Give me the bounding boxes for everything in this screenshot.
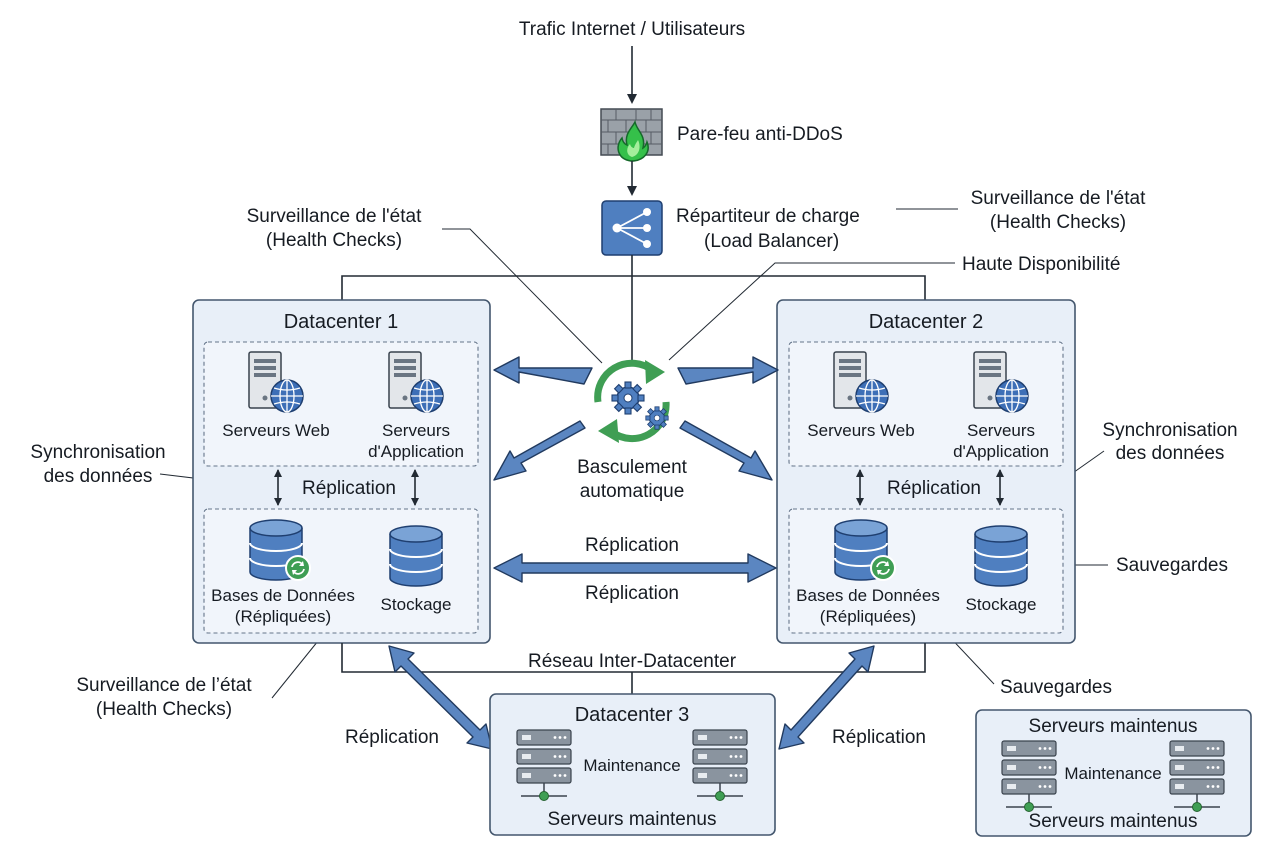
dc2-sync-icon <box>870 555 896 581</box>
datacenter-3: Datacenter 3 Maintenance Serveurs mainte… <box>489 693 776 836</box>
dc3-servers-label: Serveurs maintenus <box>548 809 717 830</box>
high-availability-leader <box>668 262 955 361</box>
dc2-web-label: Serveurs Web <box>807 421 914 440</box>
gear-icon <box>611 381 645 415</box>
lb-distribution-wires <box>341 255 926 360</box>
lb-label-line1: Répartiteur de charge <box>676 206 860 227</box>
failover-icon <box>594 359 670 443</box>
lb-label-line2: (Load Balancer) <box>704 231 839 252</box>
maintained-servers-box: Serveurs maintenus Maintenance Serveurs … <box>975 709 1252 837</box>
sync-left-line2: des données <box>44 466 153 487</box>
dc2-storage-icon <box>974 525 1028 587</box>
health-check-left-line2: (Health Checks) <box>266 230 402 251</box>
failover-arrow-to-dc2-top <box>677 356 779 385</box>
health-check-bottom-leader <box>271 640 319 699</box>
replication-bottom-label: Réplication <box>585 583 679 604</box>
dc1-sync-icon <box>285 555 311 581</box>
dc3-maintenance-label: Maintenance <box>583 756 680 775</box>
sync-right-line2: des données <box>1116 443 1225 464</box>
dc2-title: Datacenter 2 <box>869 311 984 333</box>
dc1-title: Datacenter 1 <box>284 311 399 333</box>
inter-dc-network-line <box>341 643 926 673</box>
dc2-db-label-1: Bases de Données <box>796 586 940 605</box>
dc3-title: Datacenter 3 <box>575 704 690 726</box>
maint-box-title: Serveurs maintenus <box>1029 716 1198 737</box>
replication-top-label: Réplication <box>585 535 679 556</box>
health-check-bottom-line2: (Health Checks) <box>96 699 232 720</box>
dc2-dc3-replication-arrow <box>778 645 875 750</box>
maint-box-servers-label: Serveurs maintenus <box>1029 811 1198 832</box>
firewall-icon <box>600 108 663 162</box>
dc1-db-label-1: Bases de Données <box>211 586 355 605</box>
failover-arrows <box>493 356 779 481</box>
backup-right-label: Sauvegardes <box>1116 555 1228 576</box>
failover-arrow-to-dc1-bottom <box>493 420 586 481</box>
dc1-storage-label: Stockage <box>381 595 452 614</box>
failover-arrow-to-dc1-top <box>493 356 593 385</box>
inter-dc-label-bg <box>520 650 746 670</box>
health-check-left-leader <box>442 228 603 364</box>
dc1-app-label-1: Serveurs <box>382 421 450 440</box>
dc2-app-label-2: d'Application <box>953 442 1049 461</box>
failover-arrow-to-dc2-bottom <box>679 420 773 481</box>
datacenter-1: Datacenter 1 Serveurs Web Serveurs d'App… <box>192 299 491 644</box>
sync-left-line1: Synchronisation <box>30 442 165 463</box>
health-check-bottom-line1: Surveillance de l’état <box>76 675 252 696</box>
dc1-db-label-2: (Répliquées) <box>235 607 331 626</box>
backup-bottom-label: Sauvegardes <box>1000 677 1112 698</box>
dc1-replication-label: Réplication <box>302 478 396 499</box>
datacenter-2: Datacenter 2 Serveurs Web Serveurs d'App… <box>776 299 1076 644</box>
replication-left-label: Réplication <box>345 727 439 748</box>
sync-right-line1: Synchronisation <box>1102 420 1237 441</box>
failover-label-2: automatique <box>580 481 685 502</box>
load-balancer-icon <box>601 200 663 256</box>
high-availability-label: Haute Disponibilité <box>962 254 1120 275</box>
health-check-left-line1: Surveillance de l'état <box>247 206 422 227</box>
dc1-app-label-2: d'Application <box>368 442 464 461</box>
replication-right-label: Réplication <box>832 727 926 748</box>
dc2-storage-label: Stockage <box>966 595 1037 614</box>
dc1-dc2-replication-arrow <box>493 553 777 583</box>
dc1-web-label: Serveurs Web <box>222 421 329 440</box>
gear-small-icon <box>645 406 669 430</box>
inter-dc-label: Réseau Inter-Datacenter <box>528 651 737 672</box>
health-check-right-line1: Surveillance de l'état <box>971 188 1146 209</box>
health-check-right-line2: (Health Checks) <box>990 212 1126 233</box>
failover-label-1: Basculement <box>577 457 688 478</box>
dc2-db-label-2: (Répliquées) <box>820 607 916 626</box>
dc2-replication-label: Réplication <box>887 478 981 499</box>
dc1-storage-icon <box>389 525 443 587</box>
dc2-app-label-1: Serveurs <box>967 421 1035 440</box>
maint-box-maintenance-label: Maintenance <box>1064 764 1161 783</box>
traffic-label: Trafic Internet / Utilisateurs <box>519 19 745 40</box>
firewall-label: Pare-feu anti-DDoS <box>677 124 843 145</box>
